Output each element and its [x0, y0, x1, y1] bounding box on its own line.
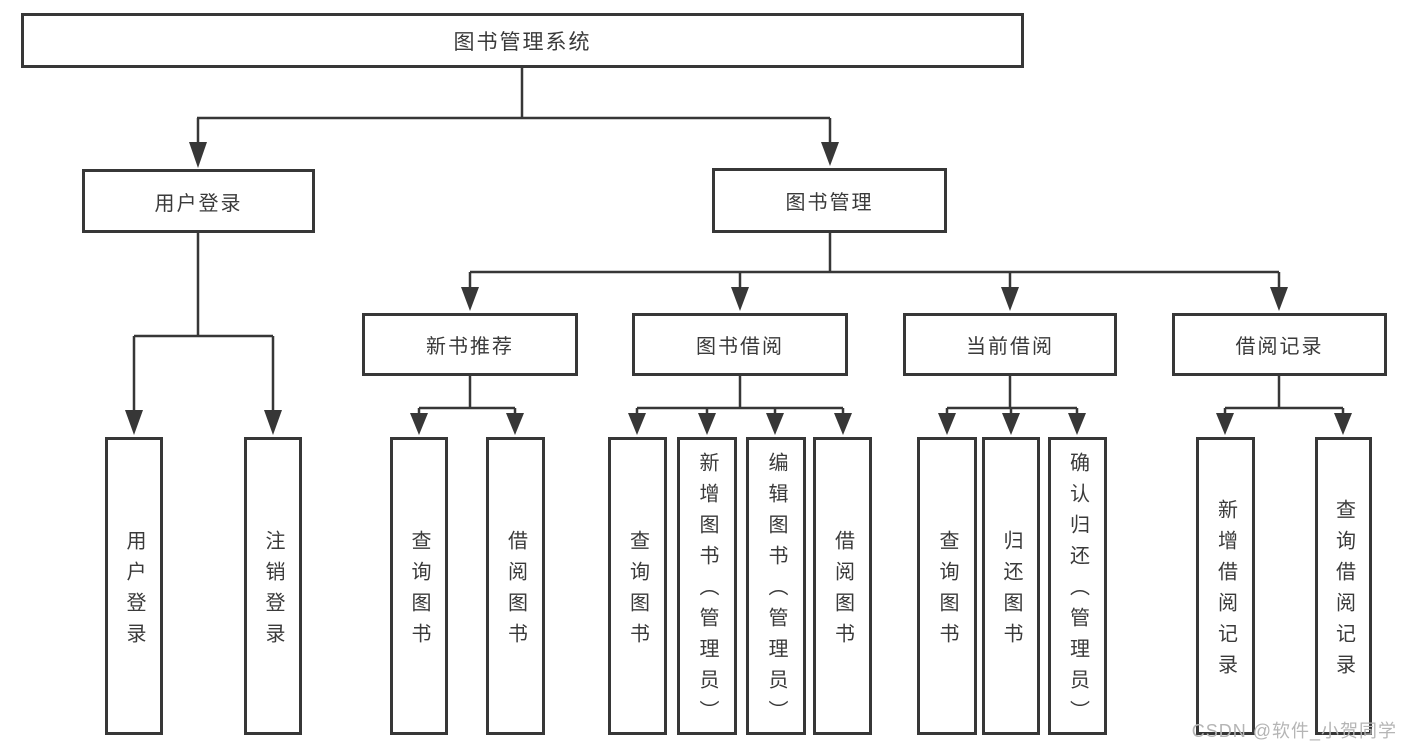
- node-label: 用户登录: [154, 192, 243, 215]
- node-label: 注销登录: [262, 529, 284, 654]
- leaf-edit-books-admin: 编辑图书（管理员）: [746, 437, 806, 735]
- leaf-user-login: 用户登录: [105, 437, 163, 735]
- node-book-management: 图书管理: [712, 168, 947, 233]
- node-user-login: 用户登录: [82, 169, 315, 233]
- leaf-logout: 注销登录: [244, 437, 302, 735]
- node-label: 用户登录: [123, 529, 145, 654]
- node-label: 查询图书: [936, 529, 958, 654]
- node-label: 编辑图书（管理员）: [765, 452, 787, 731]
- node-new-book-recommendation: 新书推荐: [362, 313, 578, 376]
- node-label: 查询借阅记录: [1332, 498, 1355, 685]
- node-label: 查询图书: [408, 529, 430, 654]
- node-label: 新增图书（管理员）: [696, 452, 718, 731]
- leaf-query-borrow-record: 查询借阅记录: [1315, 437, 1372, 735]
- leaf-add-borrow-record: 新增借阅记录: [1196, 437, 1255, 735]
- node-label: 借阅图书: [504, 529, 527, 654]
- node-label: 确认归还（管理员）: [1066, 452, 1089, 731]
- node-label: 当前借阅: [966, 336, 1054, 358]
- leaf-query-books-current: 查询图书: [917, 437, 977, 735]
- node-label: 图书管理: [785, 192, 874, 214]
- leaf-query-books-recommend: 查询图书: [390, 437, 448, 735]
- node-label: 借阅记录: [1235, 336, 1324, 358]
- node-label: 新书推荐: [426, 336, 514, 358]
- leaf-add-books-admin: 新增图书（管理员）: [677, 437, 737, 735]
- node-borrowing-records: 借阅记录: [1172, 313, 1387, 376]
- leaf-borrow-books: 借阅图书: [813, 437, 872, 735]
- leaf-return-books: 归还图书: [982, 437, 1040, 735]
- node-book-borrowing: 图书借阅: [632, 313, 848, 376]
- csdn-watermark: CSDN @软件_小贺同学: [1191, 721, 1397, 741]
- node-label: 图书管理系统: [453, 30, 592, 54]
- leaf-query-books-borrowing: 查询图书: [608, 437, 667, 735]
- node-label: 查询图书: [626, 529, 649, 654]
- node-label: 归还图书: [1000, 529, 1022, 654]
- leaf-confirm-return-admin: 确认归还（管理员）: [1048, 437, 1107, 735]
- node-library-management-system: 图书管理系统: [21, 13, 1024, 68]
- node-label: 借阅图书: [831, 529, 854, 654]
- node-label: 新增借阅记录: [1214, 498, 1237, 685]
- node-label: 图书借阅: [696, 336, 784, 358]
- leaf-borrow-books-recommend: 借阅图书: [486, 437, 545, 735]
- node-current-borrowing: 当前借阅: [903, 313, 1117, 376]
